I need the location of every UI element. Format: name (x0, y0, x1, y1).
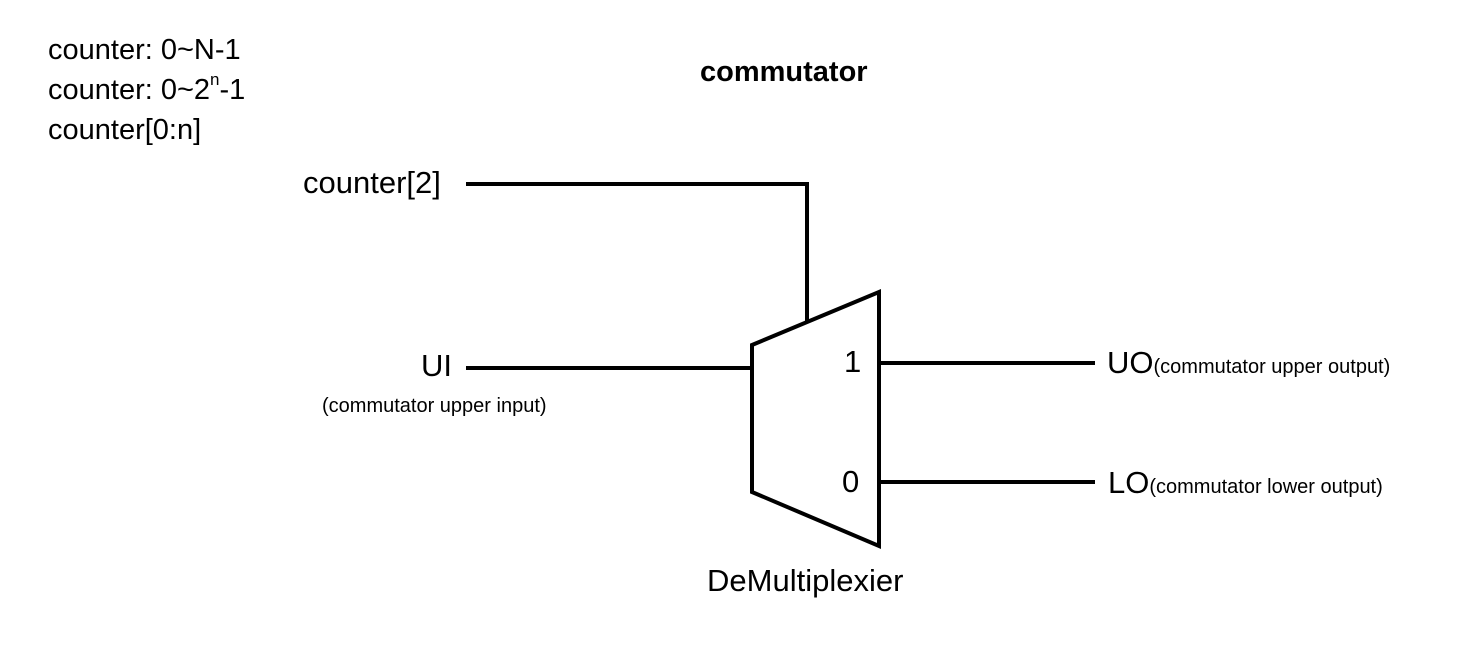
demux-port-0: 0 (842, 464, 860, 499)
counter-notes: counter: 0~N-1 counter: 0~2n-1 counter[0… (48, 30, 245, 150)
input-signal-description: (commutator upper input) (322, 395, 547, 417)
note-counter-power-range: counter: 0~2n-1 (48, 70, 245, 110)
lower-output-description: (commutator lower output) (1149, 476, 1383, 498)
demux-port-1: 1 (844, 344, 862, 379)
lower-output-label-group: LO(commutator lower output) (1108, 467, 1383, 498)
demux-body (750, 288, 881, 550)
upper-output-label-group: UO(commutator upper output) (1107, 347, 1390, 378)
select-signal-label: counter[2] (303, 165, 441, 200)
select-wire (466, 182, 809, 322)
note-power-prefix: counter: 0~2 (48, 74, 211, 106)
note-power-suffix: -1 (219, 74, 246, 106)
upper-output-description: (commutator upper output) (1153, 356, 1391, 378)
demux-label: DeMultiplexier (707, 563, 904, 598)
note-power-exponent: n (210, 70, 220, 89)
note-counter-bits: counter[0:n] (48, 114, 202, 146)
upper-output-label: UO (1107, 345, 1154, 380)
input-signal-label: UI (421, 348, 452, 383)
lower-output-label: LO (1108, 465, 1150, 500)
diagram-title: commutator (700, 56, 868, 88)
note-counter-range: counter: 0~N-1 (48, 34, 241, 66)
